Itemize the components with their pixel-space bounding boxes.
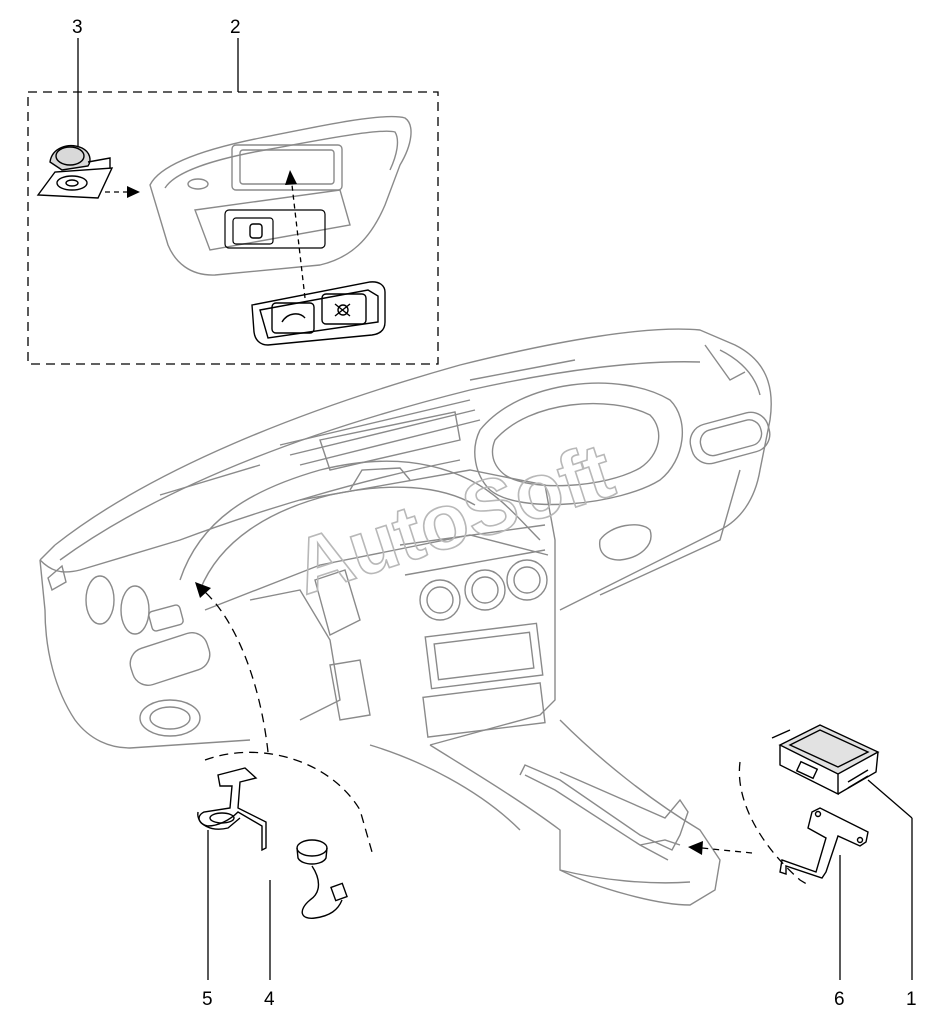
watermark: AutoSoft [282,425,624,612]
callout-3: 3 [72,17,83,38]
mounting-arrows [195,582,811,887]
sensor-with-lead [296,839,348,919]
callout-1: 1 [906,989,917,1010]
sunroof-switch-panel [251,281,386,346]
callout-4: 4 [264,989,275,1010]
callout-2: 2 [230,17,241,38]
control-module [771,724,880,796]
callout-6: 6 [834,989,845,1010]
overhead-console [149,115,412,276]
callout-5: 5 [202,989,213,1010]
leader-lines [77,38,913,980]
inset-arrows [105,170,306,299]
module-bracket [779,807,869,879]
watermark-text: AutoSoft [283,426,623,611]
inset-box-overhead-console [27,38,439,365]
dashboard-panel [39,328,772,906]
sensor-bracket [197,767,267,852]
interior-lamp [36,144,114,199]
callout-labels: 3 2 5 4 6 1 [72,17,917,1010]
